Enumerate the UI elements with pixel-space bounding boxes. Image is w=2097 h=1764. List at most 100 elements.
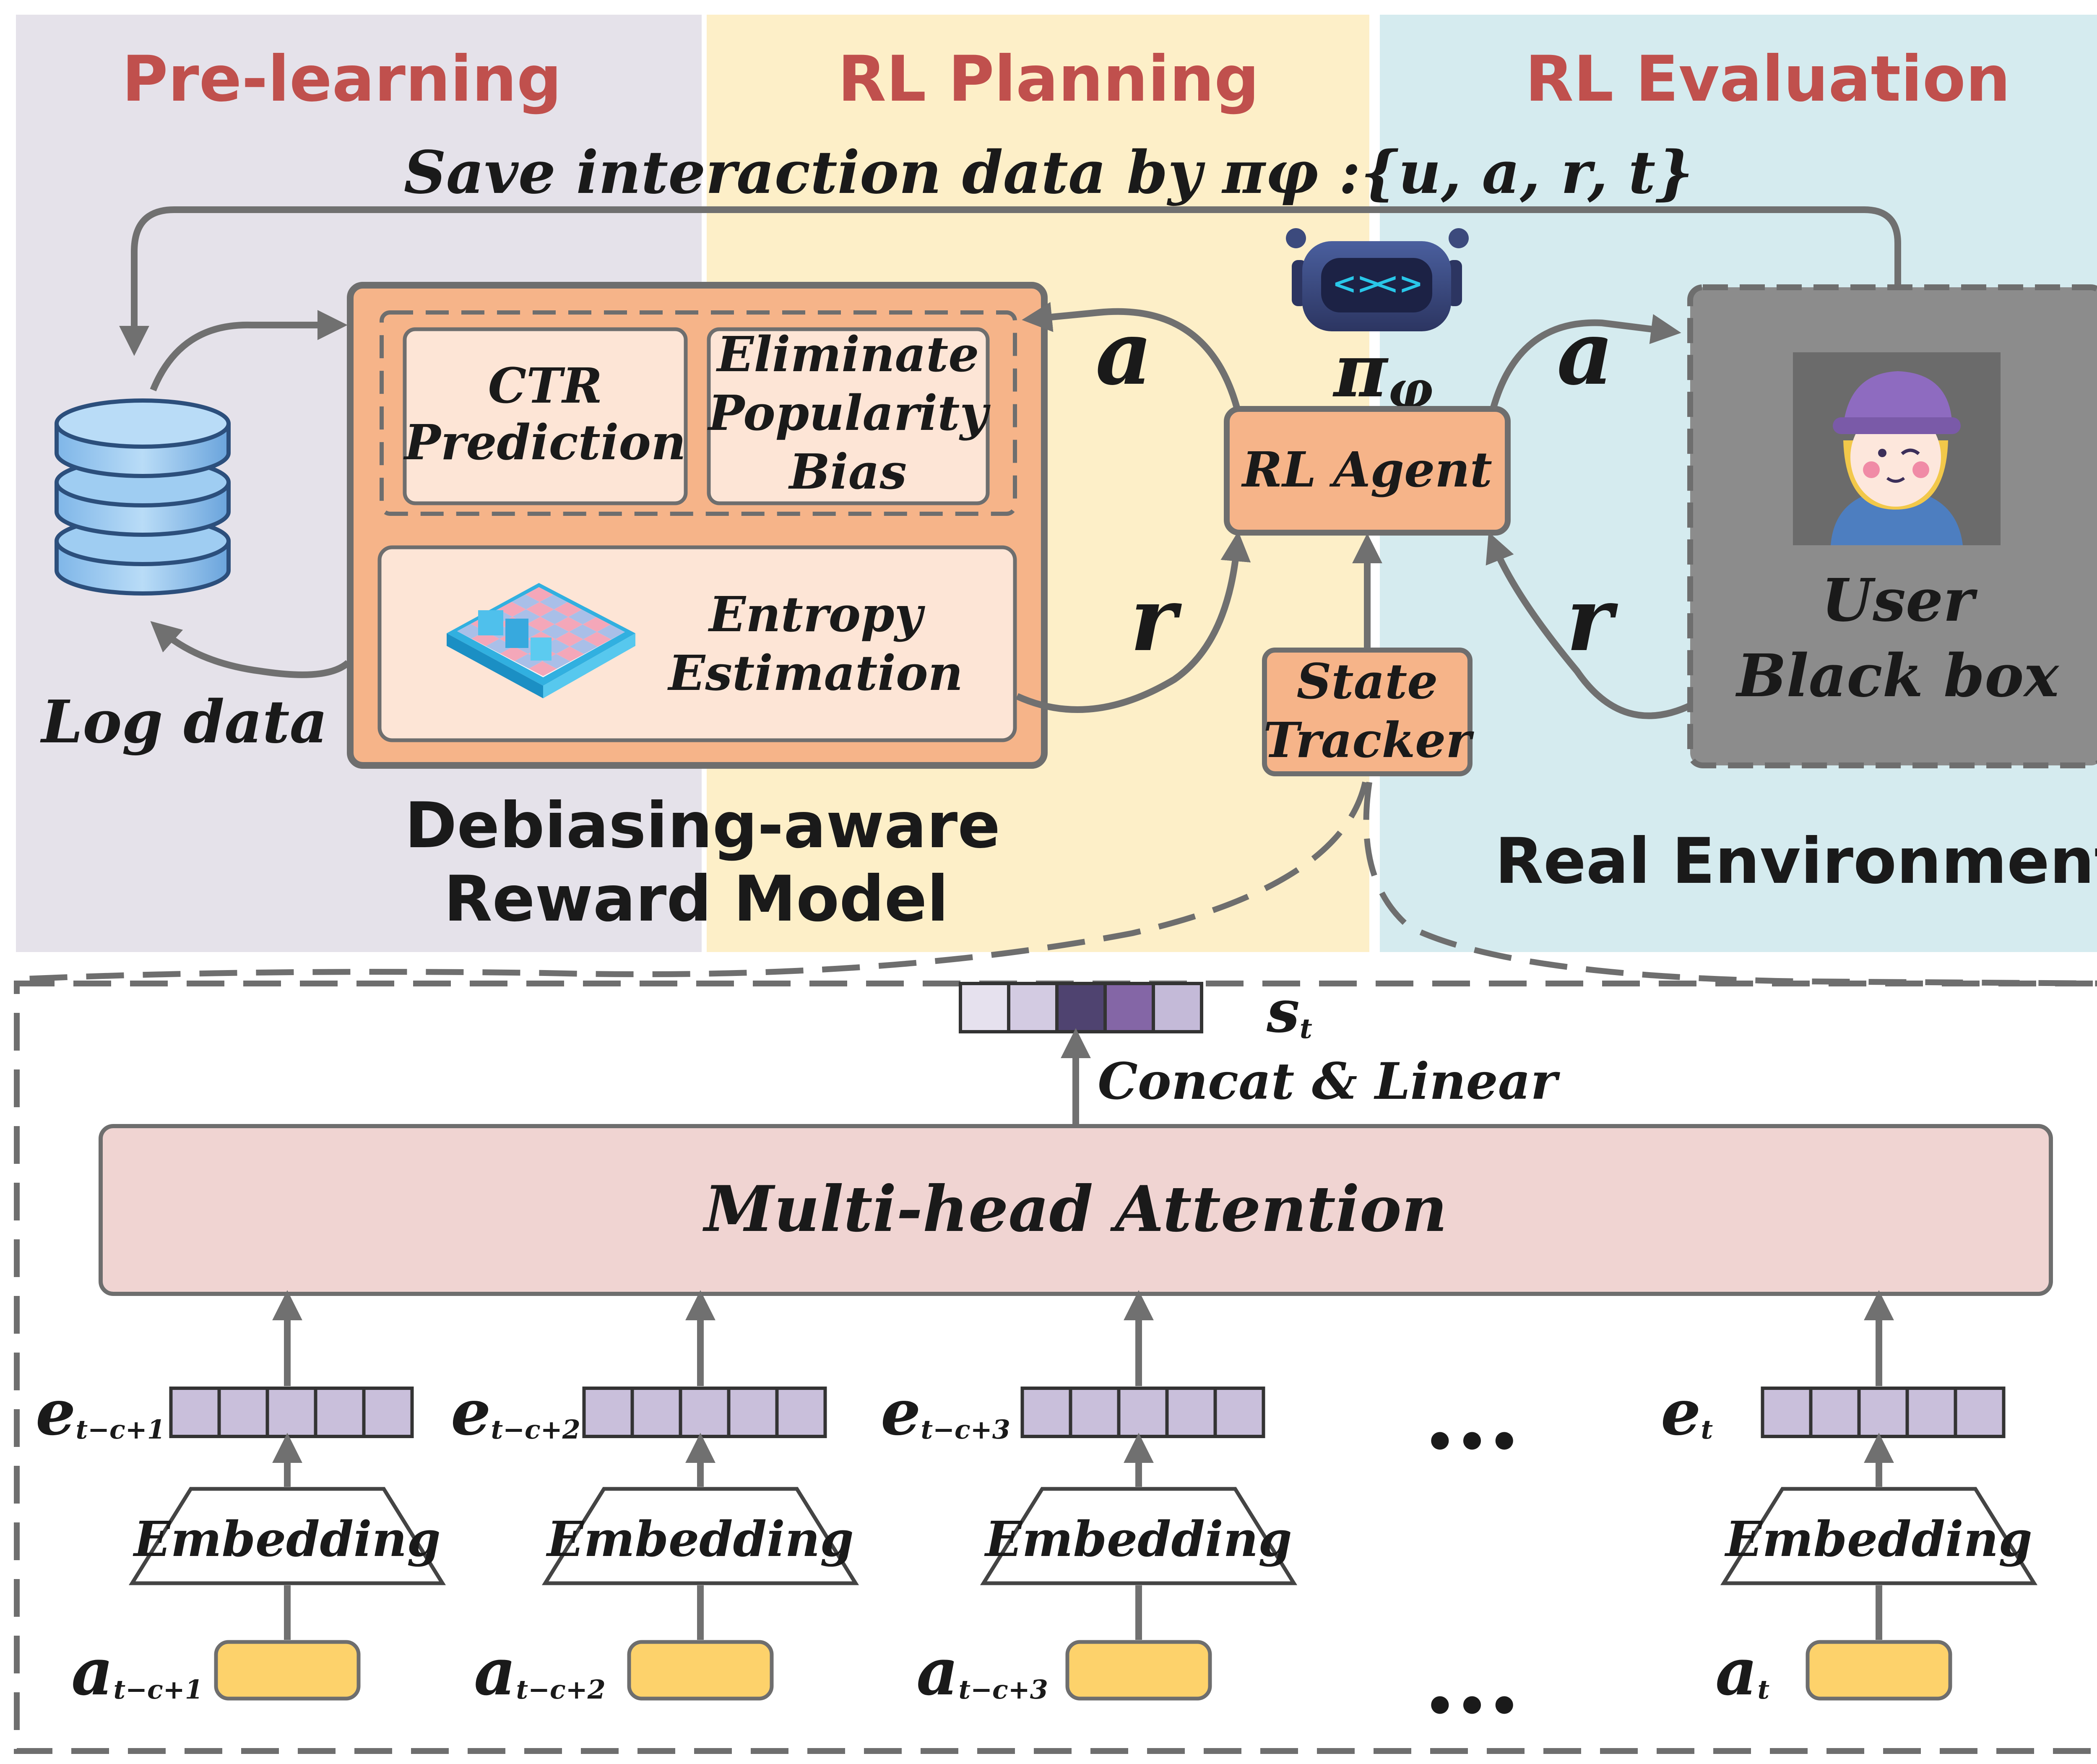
action-a: a: [71, 1633, 113, 1710]
action-item: [1065, 1640, 1212, 1701]
checker-cell: [569, 624, 597, 640]
ellipsis-embeddings: •••: [1424, 1413, 1520, 1472]
checker-cell: [554, 617, 583, 632]
checker-cell: [554, 602, 582, 617]
embedding-e: e: [451, 1376, 491, 1449]
embedding-layer: [980, 1487, 1298, 1585]
embedding-vector-cell: [775, 1387, 827, 1438]
embedding-e: e: [36, 1376, 75, 1449]
cube-block: [478, 610, 503, 635]
database-icon: [55, 398, 231, 596]
embedding-symbol: et−c+1: [36, 1376, 165, 1449]
user-to-agent-reward-arrow: [1486, 532, 1694, 719]
embedding-subscript: t−c+2: [491, 1414, 580, 1445]
multi-head-attention-box: [99, 1124, 2053, 1296]
checker-cell: [525, 587, 554, 602]
embedding-vector-cell: [630, 1387, 682, 1438]
reward-label-left: r: [1130, 567, 1182, 671]
action-subscript: t−c+3: [958, 1674, 1048, 1705]
checker-cell: [540, 609, 568, 624]
action-item: [627, 1640, 774, 1701]
reward-model-title-1: Debiasing-aware: [405, 789, 1000, 862]
reward-model-dashed-group: [380, 310, 1017, 516]
checker-cell: [597, 624, 625, 640]
state-tracker-box: [1262, 648, 1473, 776]
embedding-layer-label: Embedding: [546, 1511, 853, 1568]
embedding-e: e: [881, 1376, 921, 1449]
checker-cell: [568, 609, 596, 624]
input-columns: et−c+1Embeddingat−c+1et−c+2Embeddingat−c…: [36, 1290, 2038, 1710]
embedding-subscript: t−c+3: [921, 1414, 1010, 1445]
checker-cell: [500, 646, 528, 661]
state-tracker-label-1: State: [1297, 653, 1438, 710]
zoom-connector-left: [14, 781, 1368, 982]
checker-cell: [528, 661, 557, 676]
embedding-vector-cell: [582, 1387, 634, 1438]
concat-linear-label: Concat & Linear: [1098, 1052, 1560, 1111]
embedding-vector-cell: [362, 1387, 414, 1438]
action-a: a: [1715, 1633, 1757, 1710]
eliminate-bias-label-3: Bias: [788, 444, 907, 500]
embedding-vector-cell: [1761, 1387, 1813, 1438]
action-label-right: a: [1557, 301, 1614, 405]
pre-learning-title: Pre-learning: [122, 43, 562, 116]
reward-model-title-2: Reward Model: [444, 863, 948, 936]
state-vector-cell: [1055, 982, 1107, 1033]
multi-head-attention-label: Multi-head Attention: [702, 1172, 1447, 1246]
ctr-prediction-label-1: CTR: [488, 358, 603, 414]
embedding-e: e: [1661, 1376, 1701, 1449]
embedding-symbol: et−c+2: [451, 1376, 580, 1449]
action-symbol: at: [1715, 1633, 1769, 1710]
log-data-label: Log data: [40, 688, 328, 757]
embedding-vector-cell: [314, 1387, 366, 1438]
checker-cell: [526, 617, 555, 632]
state-vector-cell: [1007, 982, 1059, 1033]
checker-cell: [570, 639, 598, 654]
checker-cell: [498, 602, 526, 617]
action-item: [1806, 1640, 1952, 1701]
state-symbol: st: [1266, 977, 1312, 1046]
embedding-vector-cell: [1069, 1387, 1121, 1438]
checker-cell: [555, 632, 583, 647]
checker-cell: [514, 653, 543, 669]
policy-pi: π: [1332, 328, 1389, 414]
rl-evaluation-title: RL Evaluation: [1525, 43, 2010, 116]
state-tracker-label-2: Tracker: [1263, 712, 1474, 769]
state-vector: [959, 982, 1203, 1033]
svg-text:<>: <>: [1374, 266, 1423, 301]
reward-label-right: r: [1566, 567, 1618, 671]
action-a: a: [474, 1633, 516, 1710]
user-label-2: Black box: [1735, 642, 2059, 710]
state-vector-cell: [959, 982, 1010, 1033]
ctr-prediction-box: [403, 327, 688, 505]
state-s: s: [1266, 977, 1300, 1046]
ctr-prediction-label-2: Prediction: [403, 414, 686, 471]
embedding-vector-cell: [1165, 1387, 1217, 1438]
embedding-layer-label: Embedding: [133, 1511, 440, 1568]
state-vector-cell: [1103, 982, 1155, 1033]
embedding-vector-cell: [1857, 1387, 1909, 1438]
embedding-vector-cell: [217, 1387, 269, 1438]
embedding-symbol: et−c+3: [881, 1376, 1010, 1449]
checker-cell: [556, 646, 584, 661]
checker-cell: [541, 624, 569, 639]
checker-cell: [512, 594, 540, 609]
action-item: [214, 1640, 361, 1701]
agent-to-reward-action-arrow: [1022, 302, 1241, 410]
embedding-vector-cell: [265, 1387, 317, 1438]
eliminate-bias-label-2: Popularity: [707, 385, 991, 442]
embedding-layer-label: Embedding: [984, 1511, 1292, 1568]
embedding-vector-cell: [727, 1387, 779, 1438]
checker-cell: [539, 594, 568, 610]
cube-block: [531, 637, 552, 661]
reward-to-agent-arrow: [1015, 531, 1251, 713]
embedding-vector-cell: [1905, 1387, 1957, 1438]
embedding-layer: [128, 1487, 446, 1585]
embedding-vector-cell: [1020, 1387, 1072, 1438]
embedding-subscript: t−c+1: [75, 1414, 165, 1445]
